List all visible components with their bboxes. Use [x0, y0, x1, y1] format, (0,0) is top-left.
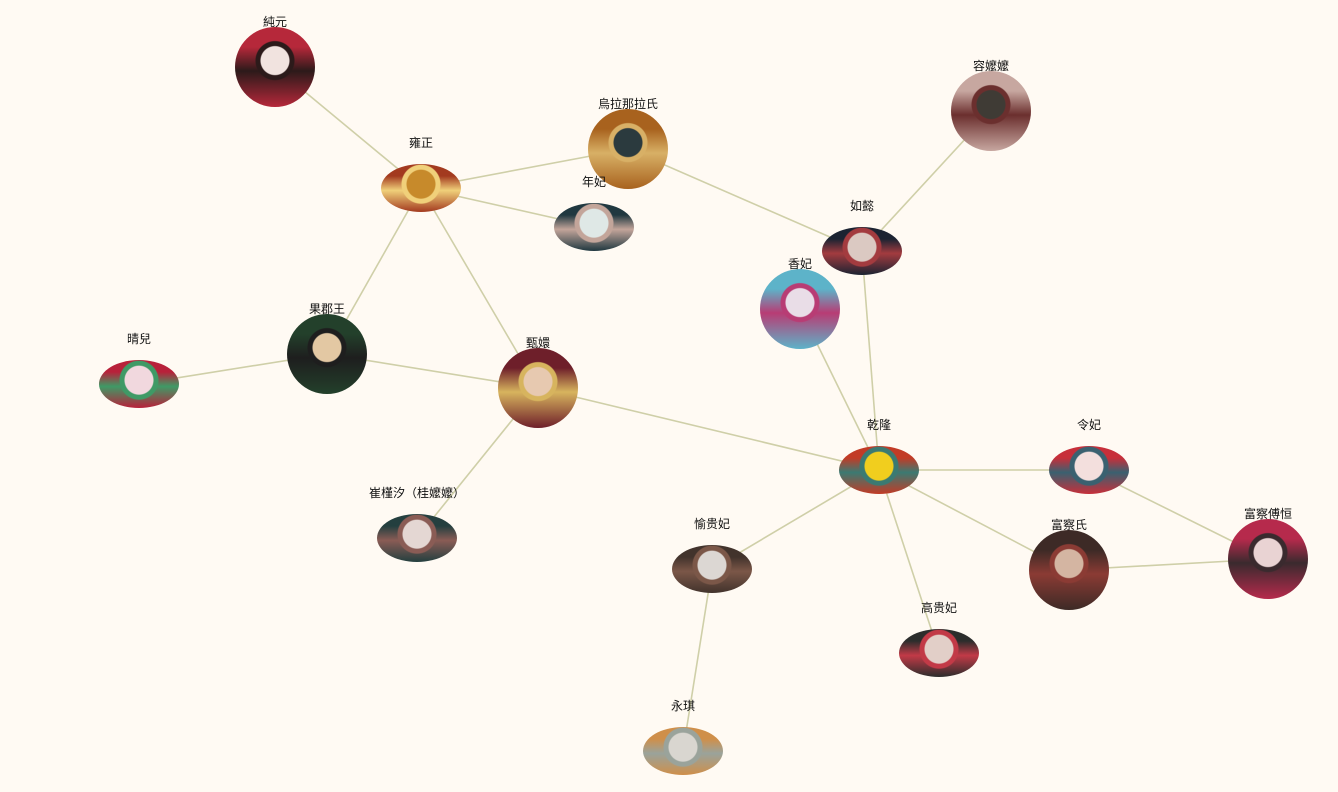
portrait-yuguifei: [672, 545, 752, 593]
node-label: 晴兒: [126, 332, 151, 346]
portrait-guojunwang: [287, 314, 367, 394]
node-label: 崔槿汐（桂嬤嬤）: [368, 486, 465, 500]
edge-ruyi-qianlong: [861, 250, 880, 471]
node-label: 永琪: [670, 699, 695, 713]
node-label: 容嬤嬤: [972, 59, 1009, 73]
node-label: 香妃: [787, 257, 812, 271]
portrait-ruyi: [822, 227, 902, 275]
edge-zhenhuan-qianlong: [537, 387, 880, 471]
edge-ulanara-ruyi: [627, 148, 863, 252]
portrait-lingfei: [1049, 446, 1129, 494]
node-label: 雍正: [408, 136, 433, 150]
node-label: 年妃: [581, 175, 606, 189]
node-label: 高贵妃: [920, 601, 957, 615]
node-label: 純元: [262, 15, 287, 29]
node-label: 如懿: [849, 199, 874, 213]
portrait-xiangfei: [760, 269, 840, 349]
portrait-fuchafuheng: [1228, 519, 1308, 599]
portrait-rongmomo: [951, 71, 1031, 151]
portrait-chunyuan: [235, 27, 315, 107]
node-label: 甄嬛: [525, 336, 550, 350]
edge-yuguifei-yongqi: [682, 568, 713, 752]
node-label: 令妃: [1076, 418, 1101, 432]
portrait-cuijinxi: [377, 514, 457, 562]
portrait-ulanara: [588, 109, 668, 189]
portrait-fuchashi: [1029, 530, 1109, 610]
portrait-yongqi: [643, 727, 723, 775]
portrait-nianfei: [554, 203, 634, 251]
node-label: 愉贵妃: [693, 517, 730, 531]
node-label: 果郡王: [308, 302, 345, 316]
node-label: 富察傅恒: [1243, 507, 1292, 521]
portrait-zhenhuan: [498, 348, 578, 428]
portrait-gaoguifei: [899, 629, 979, 677]
portrait-yongzheng: [381, 164, 461, 212]
node-label: 富察氏: [1050, 518, 1087, 532]
node-label: 烏拉那拉氏: [597, 97, 658, 111]
node-label: 乾隆: [866, 418, 891, 432]
portrait-qinger: [99, 360, 179, 408]
portrait-qianlong: [839, 446, 919, 494]
edge-qianlong-gaoguifei: [878, 469, 940, 654]
